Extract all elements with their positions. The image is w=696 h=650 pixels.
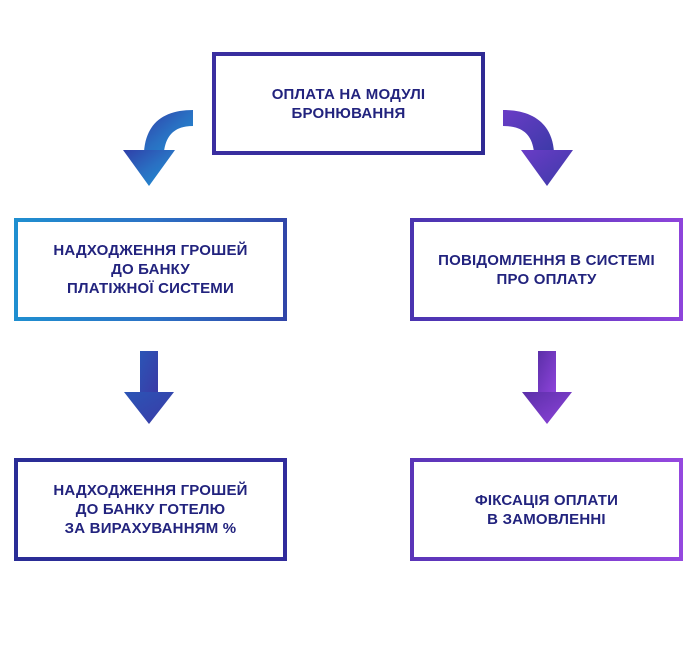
node-system-notification: ПОВІДОМЛЕННЯ В СИСТЕМІ ПРО ОПЛАТУ <box>410 218 683 321</box>
node-order-fixation: ФІКСАЦІЯ ОПЛАТИ В ЗАМОВЛЕННІ <box>410 458 683 561</box>
arrow-top-to-right <box>503 110 573 186</box>
arrow-right-down <box>522 351 572 424</box>
node-label: ОПЛАТА НА МОДУЛІ БРОНЮВАННЯ <box>271 85 426 122</box>
node-payment-booking-module: ОПЛАТА НА МОДУЛІ БРОНЮВАННЯ <box>212 52 485 155</box>
node-label: ПОВІДОМЛЕННЯ В СИСТЕМІ ПРО ОПЛАТУ <box>438 251 655 288</box>
node-label: ФІКСАЦІЯ ОПЛАТИ В ЗАМОВЛЕННІ <box>474 491 619 528</box>
node-label: НАДХОДЖЕННЯ ГРОШЕЙ ДО БАНКУ ПЛАТІЖНОЇ СИ… <box>53 242 248 297</box>
node-label: НАДХОДЖЕННЯ ГРОШЕЙ ДО БАНКУ ГОТЕЛЮ ЗА ВИ… <box>53 482 248 537</box>
arrow-top-to-left <box>123 110 193 186</box>
node-payment-system-bank: НАДХОДЖЕННЯ ГРОШЕЙ ДО БАНКУ ПЛАТІЖНОЇ СИ… <box>14 218 287 321</box>
node-hotel-bank: НАДХОДЖЕННЯ ГРОШЕЙ ДО БАНКУ ГОТЕЛЮ ЗА ВИ… <box>14 458 287 561</box>
arrow-left-down <box>124 351 174 424</box>
